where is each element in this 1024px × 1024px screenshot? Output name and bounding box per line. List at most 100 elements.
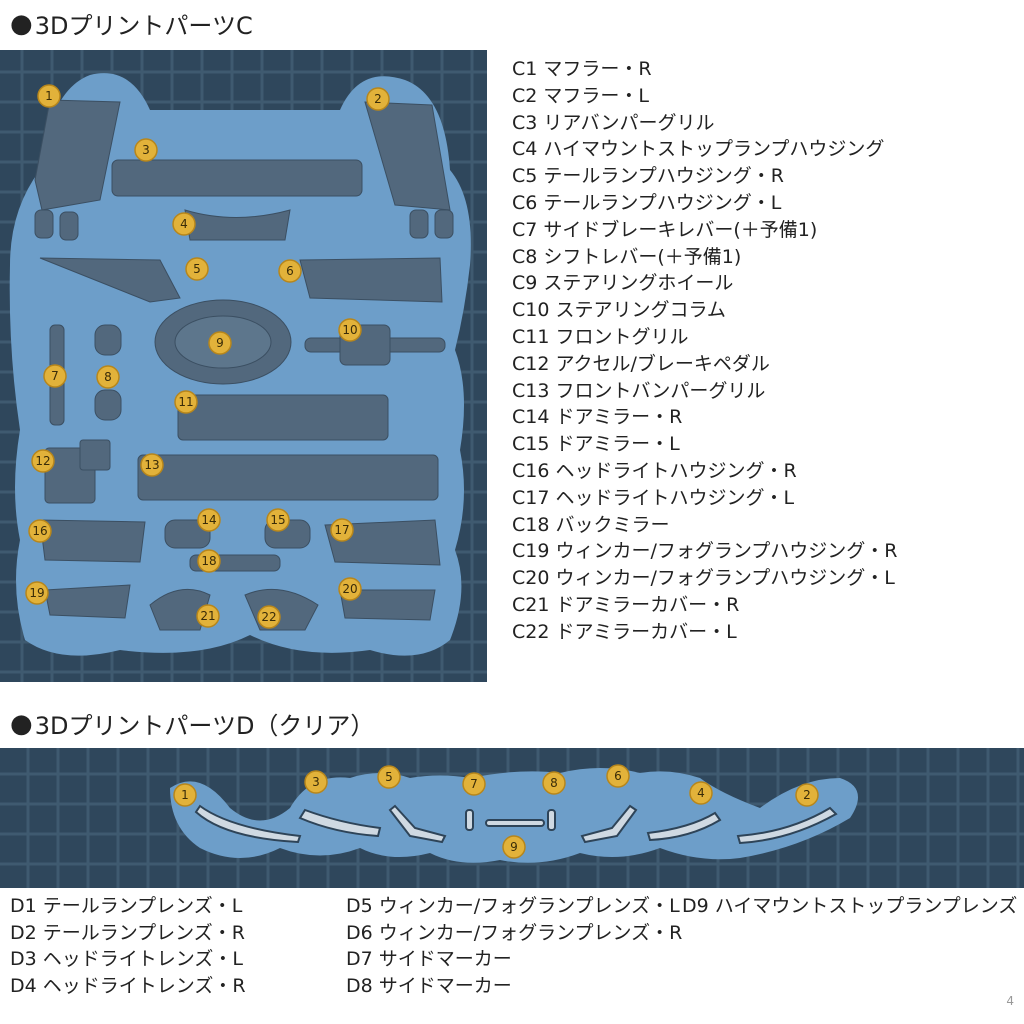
- part-code: C5: [512, 165, 538, 188]
- part-number-badge: 13: [140, 453, 164, 477]
- part-name: ドアミラー・L: [555, 433, 680, 456]
- part-name: ドアミラーカバー・R: [555, 593, 740, 616]
- part-name: ハイマウントストップランプレンズ: [714, 895, 1018, 917]
- section-d-heading: ● 3DプリントパーツD（クリア）: [10, 706, 374, 741]
- part-code: C21: [512, 593, 550, 616]
- part-name: ハイマウントストップランプハウジング: [543, 138, 885, 161]
- part-number-badge: 22: [257, 605, 281, 629]
- part-number-badge: 5: [377, 765, 401, 789]
- part-number-badge: 2: [795, 783, 819, 807]
- part-code: C3: [512, 111, 538, 134]
- part-name: ヘッドライトレンズ・R: [42, 974, 246, 997]
- part-number-badge: 5: [185, 257, 209, 281]
- badge-number: 10: [342, 323, 357, 337]
- part-number-badge: 14: [197, 508, 221, 532]
- part-code: D8: [346, 974, 373, 997]
- part-code: C15: [512, 433, 550, 456]
- badge-number: 4: [697, 786, 705, 800]
- part-code: C22: [512, 620, 550, 643]
- part-name: サイドブレーキレバー(＋予備1): [543, 218, 818, 241]
- badge-number: 5: [385, 770, 393, 784]
- part-name: ウィンカー/フォグランプハウジング・R: [555, 540, 898, 563]
- support-raft: [170, 768, 858, 863]
- part-code: C19: [512, 540, 550, 563]
- part-number-badge: 6: [278, 259, 302, 283]
- bullet-icon: ●: [10, 708, 33, 739]
- badge-number: 12: [35, 454, 50, 468]
- part-name: ヘッドライトレンズ・L: [42, 948, 243, 970]
- part-code: D1: [10, 895, 37, 917]
- part-code: C16: [512, 459, 550, 482]
- printed-parts: [34, 99, 454, 631]
- section-c-title: 3DプリントパーツC: [34, 12, 253, 40]
- badge-number: 6: [286, 264, 294, 278]
- part-name: バックミラー: [555, 513, 670, 536]
- part-number-badge: 19: [25, 581, 49, 605]
- part-number-badge: 3: [304, 770, 328, 794]
- part-code: D2: [10, 921, 37, 944]
- part-number-badge: 3: [134, 138, 158, 162]
- part-number-badge: 10: [338, 318, 362, 342]
- part-code: D6: [346, 921, 373, 944]
- part-name: マフラー・R: [543, 58, 652, 80]
- badge-number: 3: [312, 775, 320, 789]
- badge-number: 3: [142, 143, 150, 157]
- part-number-badge: 6: [606, 764, 630, 788]
- badge-number: 4: [180, 217, 188, 231]
- part-name: ステアリングコラム: [555, 299, 726, 322]
- section-d-title: 3DプリントパーツD（クリア）: [34, 712, 375, 740]
- part-name: ヘッドライトハウジング・L: [555, 486, 795, 509]
- part-code: C12: [512, 352, 550, 375]
- badge-number: 8: [550, 776, 558, 790]
- badge-number: 13: [144, 458, 159, 472]
- part-name: サイドマーカー: [378, 948, 512, 970]
- part-number-badge: 2: [366, 87, 390, 111]
- part-name: シフトレバー(＋予備1): [543, 245, 742, 268]
- badge-number: 1: [45, 89, 53, 103]
- part-name: リアバンパーグリル: [543, 111, 715, 134]
- part-code: D5: [346, 895, 373, 917]
- part-code: C13: [512, 379, 550, 402]
- part-code: C6: [512, 191, 538, 214]
- part-code: D3: [10, 948, 37, 970]
- part-code: C9: [512, 272, 538, 295]
- part-name: ステアリングホイール: [543, 272, 734, 295]
- badge-number: 7: [470, 777, 478, 791]
- part-name: テールランプレンズ・R: [42, 921, 245, 944]
- part-number-badge: 16: [28, 519, 52, 543]
- part-number-badge: 4: [172, 212, 196, 236]
- part-number-badge: 15: [266, 508, 290, 532]
- part-code: D7: [346, 948, 373, 970]
- part-number-badge: 17: [330, 518, 354, 542]
- badge-number: 14: [201, 513, 216, 527]
- badge-number: 20: [342, 582, 357, 596]
- part-number-badge: 1: [173, 783, 197, 807]
